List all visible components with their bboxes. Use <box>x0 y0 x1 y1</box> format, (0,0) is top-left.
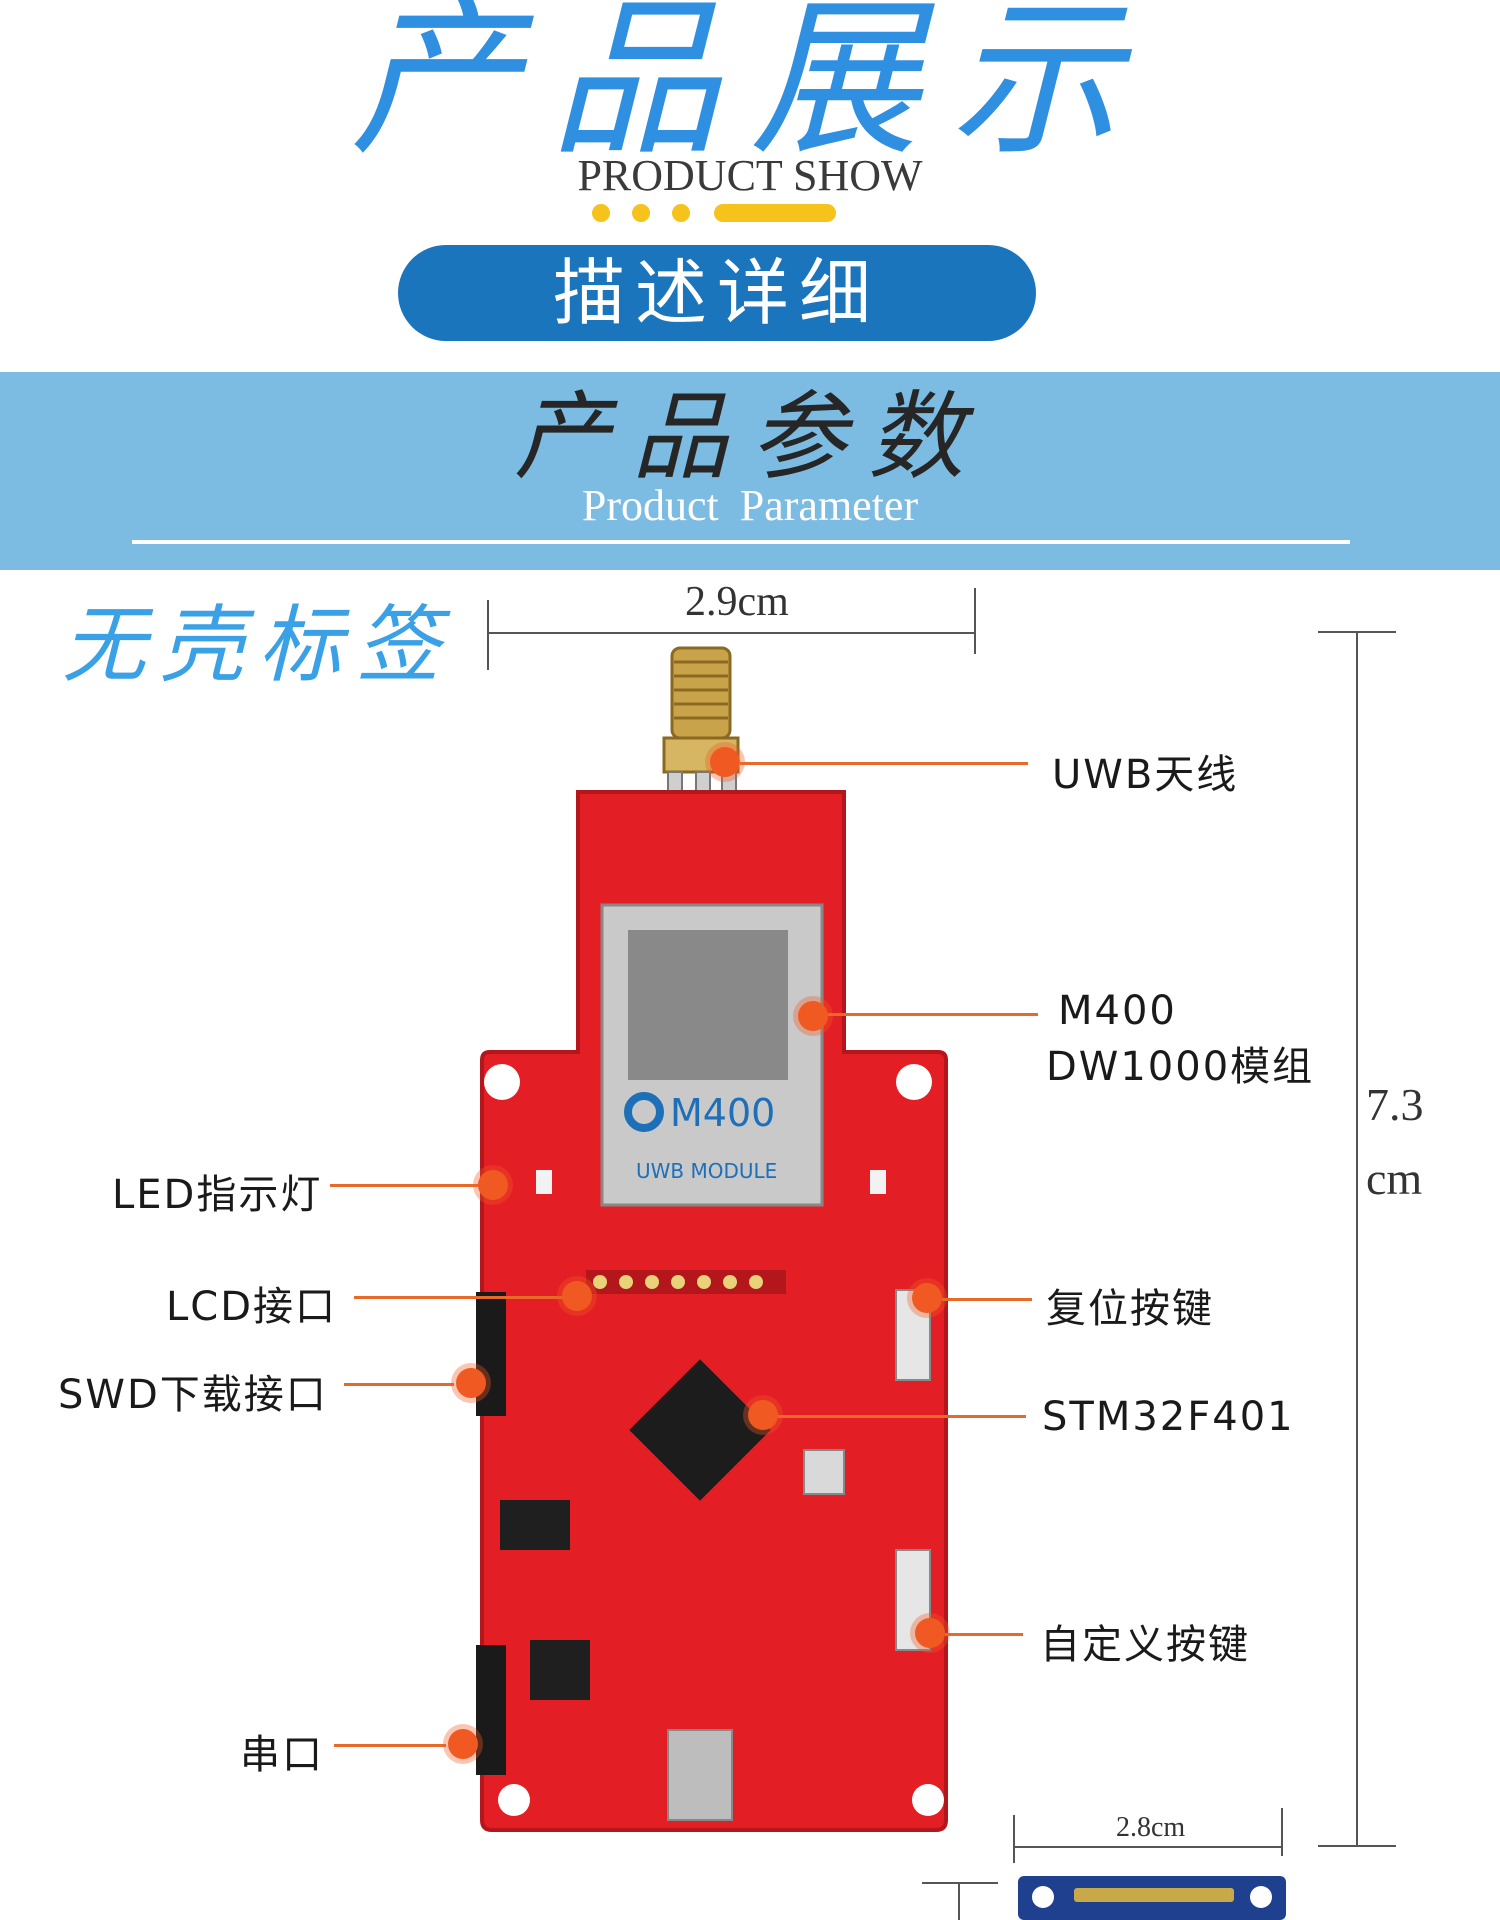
height-dimension-line <box>1356 632 1358 1846</box>
custom-button-leader <box>945 1633 1023 1636</box>
section-label: 无壳标签 <box>62 596 455 694</box>
height-dimension-tick-top <box>1318 631 1396 633</box>
lcd-label: LCD接口 <box>166 1284 338 1330</box>
lcd-header-pins <box>586 1270 786 1294</box>
page-title: 产品展示 <box>349 0 1150 179</box>
dash-bar <box>714 204 836 222</box>
antenna-label: UWB天线 <box>1052 752 1239 798</box>
regulator-chip <box>500 1500 570 1550</box>
mounting-hole <box>1032 1886 1054 1908</box>
lcd-height-line <box>958 1882 960 1920</box>
width-dimension-line <box>488 632 974 634</box>
module-label-line1: M400 <box>1058 988 1177 1034</box>
lcd-dimension-line <box>1013 1846 1281 1848</box>
mcu-leader <box>778 1415 1026 1418</box>
module-leader <box>828 1013 1038 1016</box>
mcu-label: STM32F401 <box>1042 1394 1295 1440</box>
banner-title: 产品参数 <box>514 381 986 493</box>
lcd-dimension-label: 2.8cm <box>1116 1812 1186 1843</box>
mcu-marker <box>748 1400 778 1430</box>
swd-marker <box>456 1368 486 1398</box>
uart-leader <box>334 1744 446 1747</box>
mini-usb-port <box>667 1729 733 1821</box>
lcd-marker <box>562 1281 592 1311</box>
uart-marker <box>448 1729 478 1759</box>
module-marker <box>798 1001 828 1031</box>
lcd-dimension-tick-right <box>1281 1808 1283 1856</box>
mounting-hole <box>498 1784 530 1816</box>
module-brand: M400 <box>670 1091 775 1135</box>
dot-1 <box>592 204 610 222</box>
swd-label: SWD下载接口 <box>58 1372 328 1418</box>
dot-2 <box>632 204 650 222</box>
led-label: LED指示灯 <box>112 1172 323 1218</box>
crystal <box>803 1449 845 1495</box>
led-marker <box>478 1170 508 1200</box>
custom-button-marker <box>915 1618 945 1648</box>
uart-header <box>476 1645 506 1775</box>
mounting-hole <box>1250 1886 1272 1908</box>
module-label-line2: DW1000模组 <box>1046 1044 1315 1090</box>
led <box>536 1170 552 1194</box>
custom-button-label: 自定义按键 <box>1040 1622 1250 1668</box>
lcd-header-pins <box>1074 1888 1234 1902</box>
uwb-board-photo: M400 UWB MODULE <box>476 646 948 1832</box>
height-dimension-unit: cm <box>1366 1153 1423 1204</box>
description-badge: 描述详细 <box>398 245 1036 341</box>
banner-subtitle: Product Parameter <box>581 481 919 530</box>
module-sub: UWB MODULE <box>636 1159 777 1183</box>
antenna-leader <box>740 762 1028 765</box>
antenna-marker <box>710 747 740 777</box>
ldo-chip <box>530 1640 590 1700</box>
lcd-leader <box>354 1296 564 1299</box>
swd-header <box>476 1292 506 1416</box>
width-dimension-tick-left <box>487 600 489 670</box>
reset-leader <box>942 1298 1032 1301</box>
width-dimension-label: 2.9cm <box>685 579 789 625</box>
m400-module <box>600 903 824 1207</box>
mounting-hole <box>912 1784 944 1816</box>
swd-leader <box>344 1383 454 1386</box>
lcd-module-photo <box>1018 1876 1286 1920</box>
pcb-board <box>480 790 948 1832</box>
mounting-hole <box>896 1064 932 1100</box>
parameter-banner <box>0 372 1500 570</box>
page-subtitle: PRODUCT SHOW <box>577 151 923 200</box>
height-dimension-value: 7.3 <box>1366 1079 1424 1130</box>
banner-divider <box>132 540 1350 544</box>
reset-marker <box>912 1283 942 1313</box>
mounting-hole <box>484 1064 520 1100</box>
dot-3 <box>672 204 690 222</box>
reset-label: 复位按键 <box>1046 1286 1214 1332</box>
height-dimension-tick-bottom <box>1318 1845 1396 1847</box>
lcd-height-tick <box>922 1882 998 1884</box>
decorative-dots <box>592 202 842 224</box>
led <box>870 1170 886 1194</box>
width-dimension-tick-right <box>974 588 976 654</box>
lcd-dimension-tick-left <box>1013 1815 1015 1863</box>
uart-label: 串口 <box>240 1732 324 1778</box>
led-leader <box>330 1184 480 1187</box>
